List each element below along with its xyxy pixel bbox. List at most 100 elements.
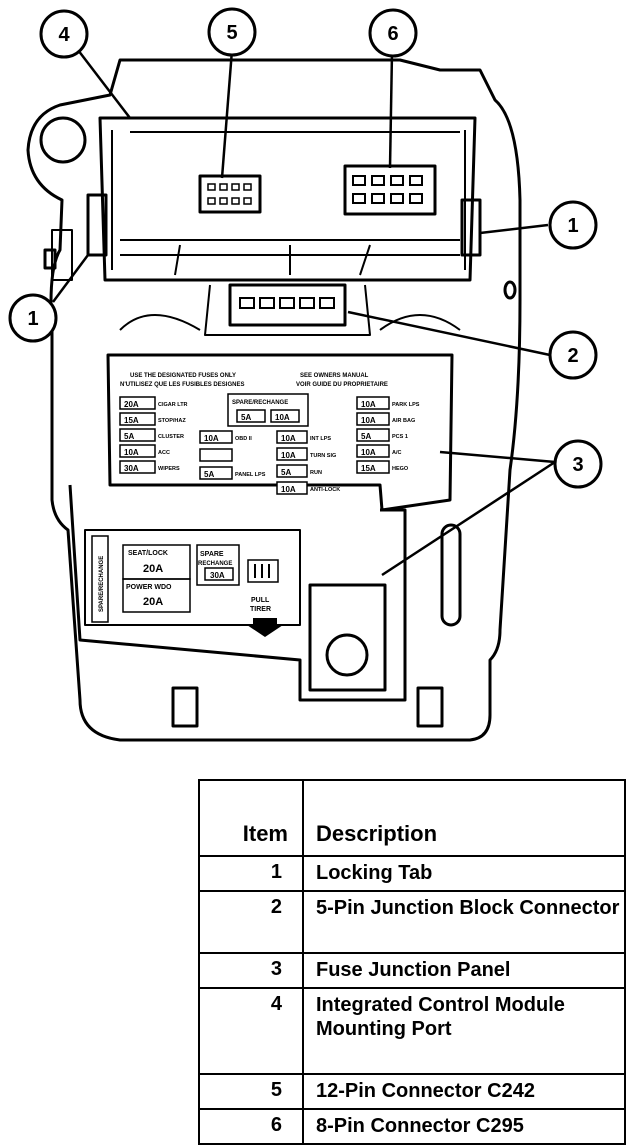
fuse-label: WIPERS	[158, 466, 180, 472]
fuse-slot	[276, 464, 308, 478]
legend-item: 6	[198, 1108, 304, 1145]
legend-item: 4	[198, 987, 304, 1075]
lower-spare-amp: 30A	[210, 571, 225, 580]
connector-pin	[259, 297, 275, 309]
fuse-amp: 10A	[281, 451, 296, 460]
fuse-slot	[119, 396, 156, 410]
fuse-slot	[199, 466, 233, 480]
fuse-slot	[199, 430, 233, 444]
spare-header: SPARE/RECHANGE	[232, 400, 288, 406]
svg-text:2: 2	[567, 345, 578, 367]
fuse-label: RUN	[310, 470, 322, 476]
legend-description: Locking Tab	[302, 855, 626, 892]
fuse-label: PARK LPS	[392, 402, 420, 408]
connector-pin	[319, 297, 335, 309]
fuse-amp: 10A	[124, 448, 139, 457]
connector-pin	[239, 297, 255, 309]
fuse-label: A/C	[392, 450, 402, 456]
mounting-port	[98, 116, 477, 282]
svg-text:5: 5	[226, 22, 237, 44]
legend-description: Integrated Control Module Mounting Port	[302, 987, 626, 1075]
legend-description: 5-Pin Junction Block Connector	[302, 890, 626, 954]
legend-item: 3	[198, 952, 304, 989]
callout-1-right: 1	[548, 200, 598, 250]
fuse-label: PANEL LPS	[235, 472, 266, 478]
fuse-label: HEGO	[392, 466, 409, 472]
fuse-amp: 10A	[281, 485, 296, 494]
mounting-hole	[39, 116, 87, 164]
legend-item: 5	[198, 1073, 304, 1110]
legend-header-description: Description	[302, 779, 626, 857]
fuse-label: STOP/HAZ	[158, 418, 186, 424]
fuse-panel-labels: USE THE DESIGNATED FUSES ONLY N'UTILISEZ…	[120, 373, 388, 427]
callout-5: 5	[207, 7, 257, 57]
spare-fuse-amp: 10A	[275, 413, 290, 422]
legend-item: 1	[198, 855, 304, 892]
fuse-label: PCS 1	[392, 434, 408, 440]
connector-5-pin	[228, 283, 347, 327]
fuse-slot	[356, 396, 390, 410]
seat-lock-label: SEAT/LOCK	[128, 550, 168, 557]
callout-4: 4	[39, 9, 89, 59]
legend-header-item: Item	[198, 779, 304, 857]
relay-bolt	[325, 633, 369, 677]
fuse-amp: 5A	[281, 468, 291, 477]
svg-text:4: 4	[58, 24, 70, 46]
connector-pin	[299, 297, 315, 309]
fuse-amp: 10A	[204, 434, 219, 443]
panel-header-line2: N'UTILISEZ QUE LES FUSIBLES DESIGNES	[120, 382, 244, 388]
connector-8-pin-pins	[352, 175, 423, 204]
spare-fuse-slot	[270, 409, 300, 423]
pull-label: PULL	[251, 597, 270, 604]
fuse-mid-left-column: 10A OBD II 5A PANEL LPS	[199, 430, 266, 480]
seat-lock-amp: 20A	[143, 563, 163, 575]
lower-spare-label: SPARE	[200, 551, 224, 558]
power-wdo-amp: 20A	[143, 596, 163, 608]
connector-8-pin	[343, 164, 437, 216]
connector-12-pin	[198, 174, 262, 214]
locking-tab-left	[86, 193, 108, 257]
svg-text:1: 1	[27, 308, 38, 330]
callout-3: 3	[553, 439, 603, 489]
fuse-amp: 10A	[361, 400, 376, 409]
lower-panel-labels: SPARE/RECHANGE SEAT/LOCK 20A POWER WDO 2…	[91, 535, 283, 637]
pull-arrow-icon	[247, 618, 283, 637]
legend-description: 12-Pin Connector C242	[302, 1073, 626, 1110]
fuse-label: ANTI-LOCK	[310, 487, 340, 493]
fuse-slot	[276, 430, 308, 444]
fuse-spare-row: 5A 10A	[236, 409, 300, 423]
panel-header-line1: USE THE DESIGNATED FUSES ONLY	[130, 373, 236, 379]
fuse-slot	[276, 481, 308, 495]
fuse-amp: 20A	[124, 400, 139, 409]
lower-panel-outline	[68, 484, 407, 702]
fuse-amp: 30A	[124, 464, 139, 473]
connector-pin	[279, 297, 295, 309]
fuse-amp: 10A	[281, 434, 296, 443]
connector-5-pin-pins	[239, 297, 335, 309]
fuse-slot	[356, 412, 390, 426]
callout-1-left: 1	[8, 293, 58, 343]
fuse-label: CLUSTER	[158, 434, 184, 440]
fuse-slot	[119, 412, 156, 426]
fuse-label: AIR BAG	[392, 418, 415, 424]
fuse-label: TURN SIG	[310, 453, 336, 459]
lower-side-label: SPARE/RECHANGE	[99, 556, 105, 612]
connector-12-pin-pins	[207, 183, 252, 205]
legend-description: Fuse Junction Panel	[302, 952, 626, 989]
fuse-label: OBD II	[235, 436, 252, 442]
fuse-amp: 5A	[124, 432, 134, 441]
power-wdo-label: POWER WDO	[126, 584, 172, 591]
fuse-amp: 5A	[361, 432, 371, 441]
fuse-amp: 5A	[204, 470, 214, 479]
svg-text:1: 1	[567, 215, 578, 237]
housing-outline	[26, 58, 522, 742]
svg-text:3: 3	[572, 454, 583, 476]
fuse-slot	[356, 428, 390, 442]
fuse-slot	[199, 448, 233, 462]
fuse-slot	[356, 460, 390, 474]
spare-fuse-amp: 5A	[241, 413, 251, 422]
relay-housing	[308, 583, 387, 692]
